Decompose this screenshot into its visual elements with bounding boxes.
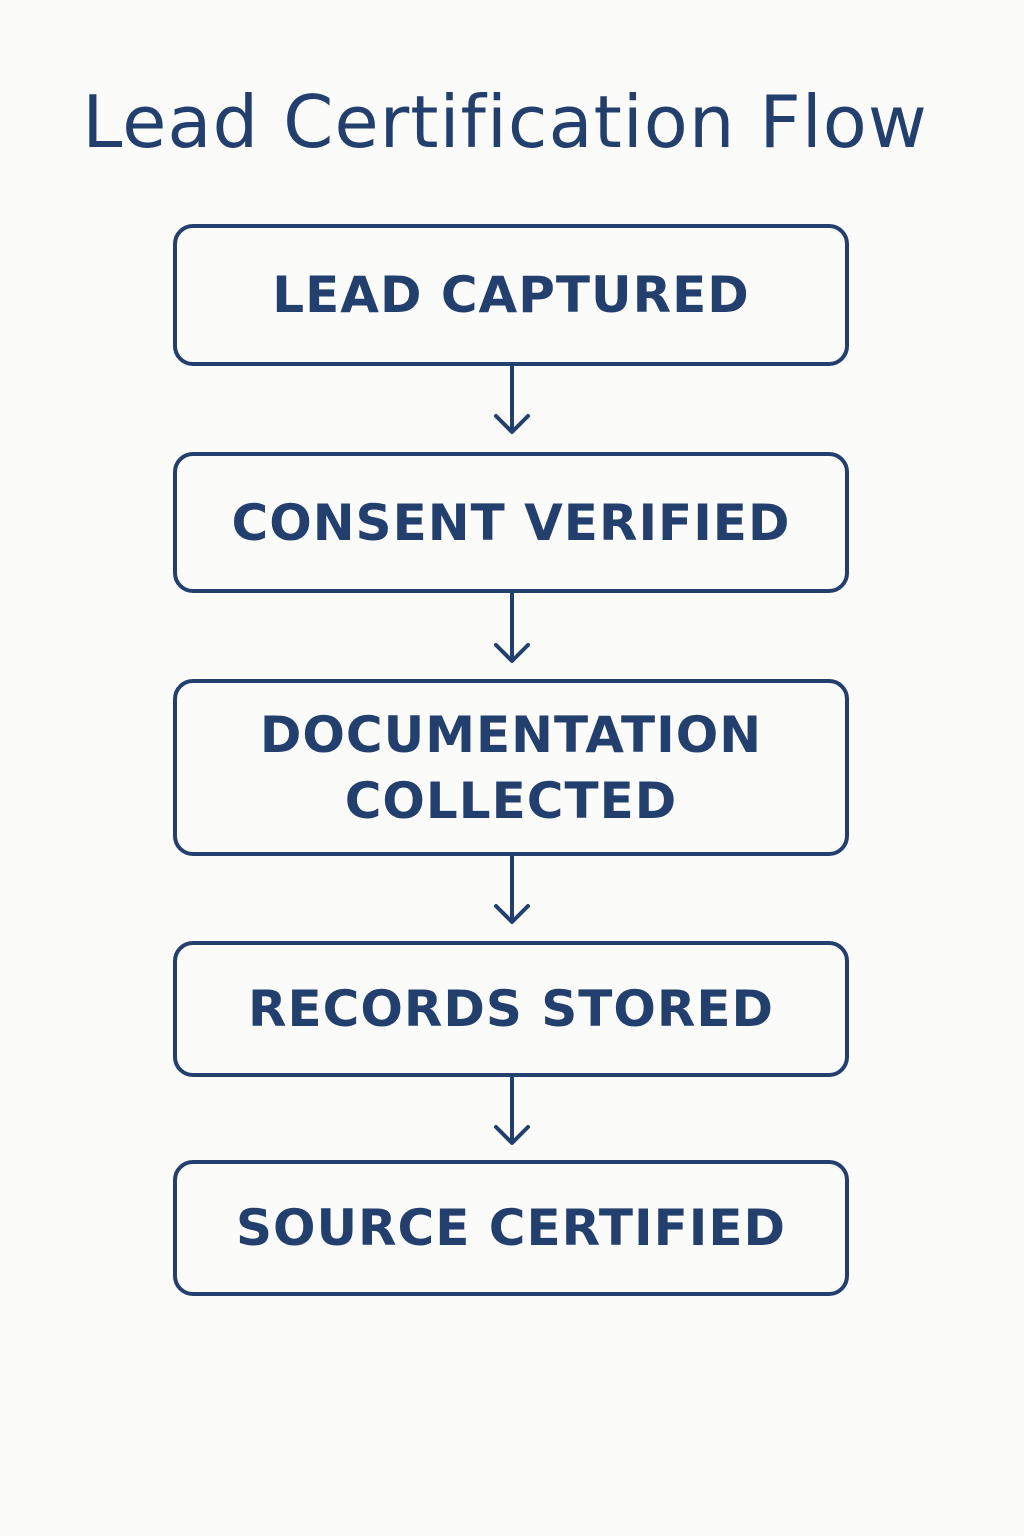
arrow-down-icon <box>494 593 530 663</box>
step-source-certified: SOURCE CERTIFIED <box>173 1160 849 1296</box>
diagram-title: Lead Certification Flow <box>82 80 928 164</box>
step-consent-verified: CONSENT VERIFIED <box>173 452 849 593</box>
step-lead-captured: LEAD CAPTURED <box>173 224 849 366</box>
arrow-down-icon <box>494 366 530 434</box>
arrow-down-icon <box>494 856 530 924</box>
step-documentation-collected: DOCUMENTATION COLLECTED <box>173 679 849 856</box>
step-records-stored: RECORDS STORED <box>173 941 849 1077</box>
arrow-down-icon <box>494 1077 530 1145</box>
